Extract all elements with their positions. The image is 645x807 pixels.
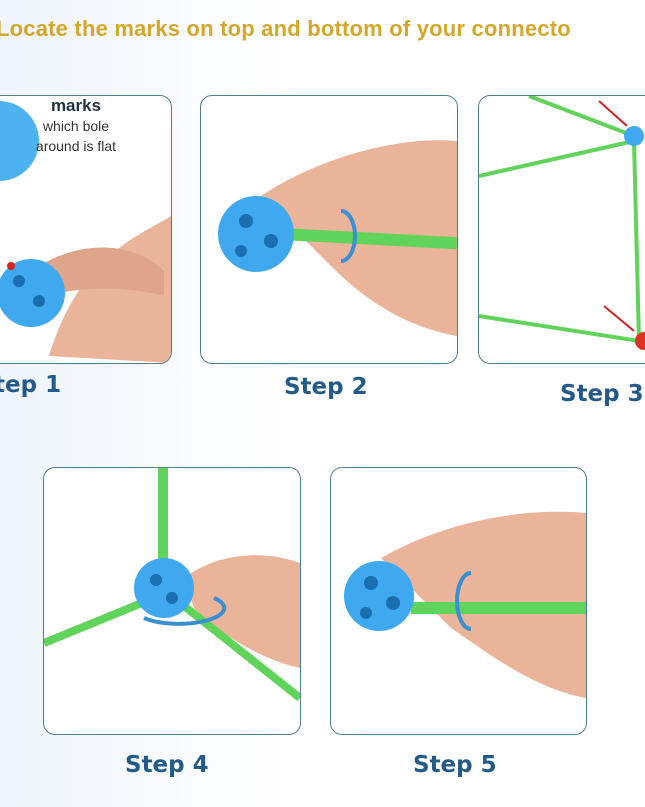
step-4-illustration — [44, 468, 300, 702]
note-line-2: around is flat — [35, 138, 117, 154]
step-1-panel: marks which bole around is flat — [0, 95, 172, 364]
note-heading: marks — [50, 96, 102, 115]
step-5-illustration — [344, 511, 586, 698]
step-1-label: tep 1 — [0, 372, 62, 398]
step-2-label: Step 2 — [284, 374, 368, 400]
instruction-title: Locate the marks on top and bottom of yo… — [0, 16, 571, 41]
step-3-label: Step 3 — [560, 381, 644, 407]
step-3-illustration — [479, 96, 645, 350]
step-4-label: Step 4 — [125, 752, 209, 778]
note-line-1: which bole — [42, 118, 110, 134]
step-4-panel — [43, 467, 301, 735]
step-2-panel — [200, 95, 458, 364]
step-3-panel — [478, 95, 645, 364]
step-5-label: Step 5 — [413, 752, 497, 778]
step-2-illustration — [218, 140, 457, 336]
step-1-illustration — [0, 101, 171, 363]
step-5-panel — [330, 467, 587, 735]
